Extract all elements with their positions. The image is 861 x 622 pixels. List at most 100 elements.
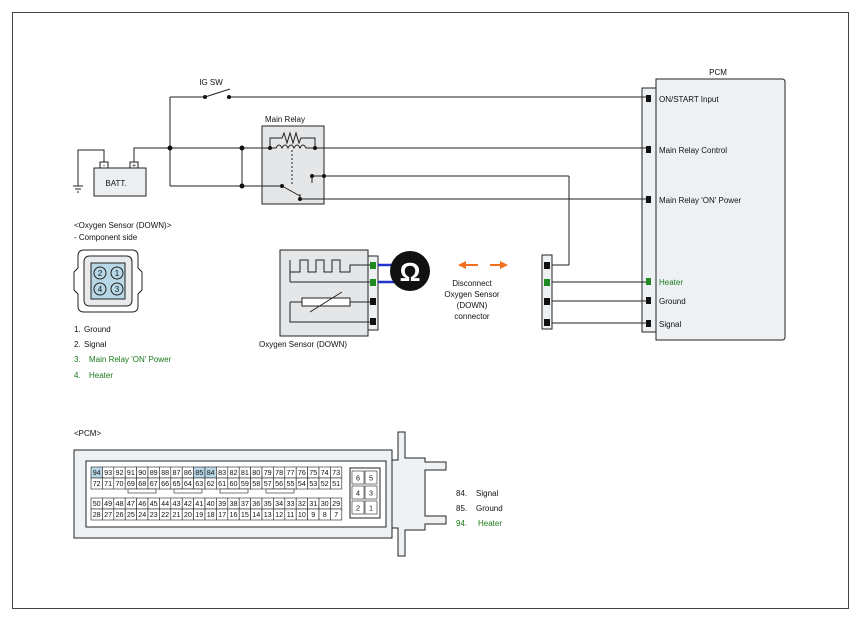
pcm-pin-82: 82	[230, 468, 238, 477]
pcm-pin-34: 34	[275, 499, 283, 508]
main-relay-label: Main Relay	[265, 115, 305, 124]
svg-text:Oxygen Sensor: Oxygen Sensor	[444, 290, 499, 299]
component-pin-3: 3	[115, 285, 120, 294]
pcm-terminal-main-relay-control: Main Relay Control	[659, 146, 727, 155]
pcm-pin-8: 8	[323, 510, 327, 519]
pcm-pin-73: 73	[332, 468, 340, 477]
pcm-pin-35: 35	[264, 499, 272, 508]
pcm-pin-46: 46	[138, 499, 146, 508]
disconnect-note: Disconnect Oxygen Sensor (DOWN) connecto…	[444, 279, 499, 321]
svg-text:Ω: Ω	[400, 257, 421, 287]
pcm-pin-52: 52	[321, 479, 329, 488]
pcm-pin-81: 81	[241, 468, 249, 477]
pcm-pin-60: 60	[230, 479, 238, 488]
component-pin-4: 4	[98, 285, 103, 294]
pcm-pin-51: 51	[332, 479, 340, 488]
pcm-pin-24: 24	[138, 510, 146, 519]
pcm-pin-64: 64	[184, 479, 192, 488]
pcm-pin-87: 87	[173, 468, 181, 477]
pcm-pin-45: 45	[150, 499, 158, 508]
pcm-pin-15: 15	[241, 510, 249, 519]
pcm-pin-58: 58	[252, 479, 260, 488]
pcm-pin-22: 22	[161, 510, 169, 519]
pcm-side-pin-cell	[364, 485, 378, 500]
pcm-title: PCM	[709, 68, 727, 77]
pcm-legend: 84. Signal 85. Ground 94. Heater	[456, 489, 503, 528]
pcm-side-pin-2: 2	[356, 504, 360, 513]
pcm-pin-84: 84	[207, 468, 215, 477]
pcm-pin-23: 23	[150, 510, 158, 519]
pcm-pin-20: 20	[184, 510, 192, 519]
pcm-pin-91: 91	[127, 468, 135, 477]
pcm-side-pin-3: 3	[369, 489, 373, 498]
pcm-pin-92: 92	[116, 468, 124, 477]
pcm-legend-text: Signal	[476, 489, 498, 498]
legend-num: 2.	[74, 340, 81, 349]
pcm-pin-26: 26	[116, 510, 124, 519]
wires	[133, 96, 646, 324]
pcm-pin-47: 47	[127, 499, 135, 508]
diagram-frame	[12, 12, 849, 609]
pcm-pin-79: 79	[264, 468, 272, 477]
pcm-pin-83: 83	[218, 468, 226, 477]
ground-icon	[73, 149, 105, 193]
ohmmeter-icon: Ω	[390, 251, 430, 291]
legend-text: Signal	[84, 340, 106, 349]
component-view-subtitle: - Component side	[74, 233, 138, 242]
pcm-pin-78: 78	[275, 468, 283, 477]
pcm-side-pin-6: 6	[356, 474, 360, 483]
pcm-side-pin-cell	[351, 470, 365, 485]
pcm-side-pin-cell	[351, 500, 365, 515]
pcm-side-pin-1: 1	[369, 504, 373, 513]
pcm-legend-num: 94.	[456, 519, 467, 528]
pcm-pin-32: 32	[298, 499, 306, 508]
pcm-pin-75: 75	[309, 468, 317, 477]
pcm-pin-71: 71	[104, 479, 112, 488]
pcm-pin-62: 62	[207, 479, 215, 488]
disconnect-arrows-icon	[458, 261, 508, 269]
oxygen-sensor-label: Oxygen Sensor (DOWN)	[259, 340, 347, 349]
junction-dots	[167, 145, 245, 189]
ig-sw-label: IG SW	[199, 78, 223, 87]
pcm-pin-67: 67	[150, 479, 158, 488]
pcm-side-pin-cell	[351, 485, 365, 500]
pcm-legend-num: 84.	[456, 489, 467, 498]
pcm-pin-21: 21	[173, 510, 181, 519]
pcm-pin-88: 88	[161, 468, 169, 477]
pcm-pin-36: 36	[252, 499, 260, 508]
pcm-pin-43: 43	[173, 499, 181, 508]
component-pin-1: 1	[115, 269, 120, 278]
pcm-side-pin-cell	[364, 500, 378, 515]
pcm-pin-39: 39	[218, 499, 226, 508]
pcm-pin-37: 37	[241, 499, 249, 508]
pcm-pin-89: 89	[150, 468, 158, 477]
ig-switch: IG SW	[199, 78, 231, 99]
pcm-pin-86: 86	[184, 468, 192, 477]
legend-num: 4.	[74, 371, 81, 380]
pcm-pin-40: 40	[207, 499, 215, 508]
pcm-pin-27: 27	[104, 510, 112, 519]
pcm-connector-title: <PCM>	[74, 429, 101, 438]
pcm-pin-38: 38	[230, 499, 238, 508]
pcm-pin-70: 70	[116, 479, 124, 488]
battery: - + BATT.	[93, 161, 147, 197]
legend-text: Main Relay 'ON' Power	[89, 355, 172, 364]
pcm-pin-72: 72	[93, 479, 101, 488]
battery-plus: +	[132, 163, 136, 170]
pcm-pin-11: 11	[287, 510, 294, 519]
pcm-pin-17: 17	[218, 510, 226, 519]
pcm-pin-50: 50	[93, 499, 101, 508]
pcm-pin-57: 57	[264, 479, 272, 488]
sensor-component-view: <Oxygen Sensor (DOWN)> - Component side …	[73, 221, 172, 313]
pcm-pin-cell	[330, 508, 343, 521]
pcm-pin-68: 68	[138, 479, 146, 488]
pcm-pin-69: 69	[127, 479, 135, 488]
pcm-legend-text: Ground	[476, 504, 503, 513]
legend-text: Ground	[84, 325, 111, 334]
svg-text:(DOWN): (DOWN)	[457, 301, 488, 310]
pcm-pin-9: 9	[311, 510, 315, 519]
pcm-side-pin-4: 4	[356, 489, 360, 498]
pcm-key-bar	[265, 488, 295, 494]
